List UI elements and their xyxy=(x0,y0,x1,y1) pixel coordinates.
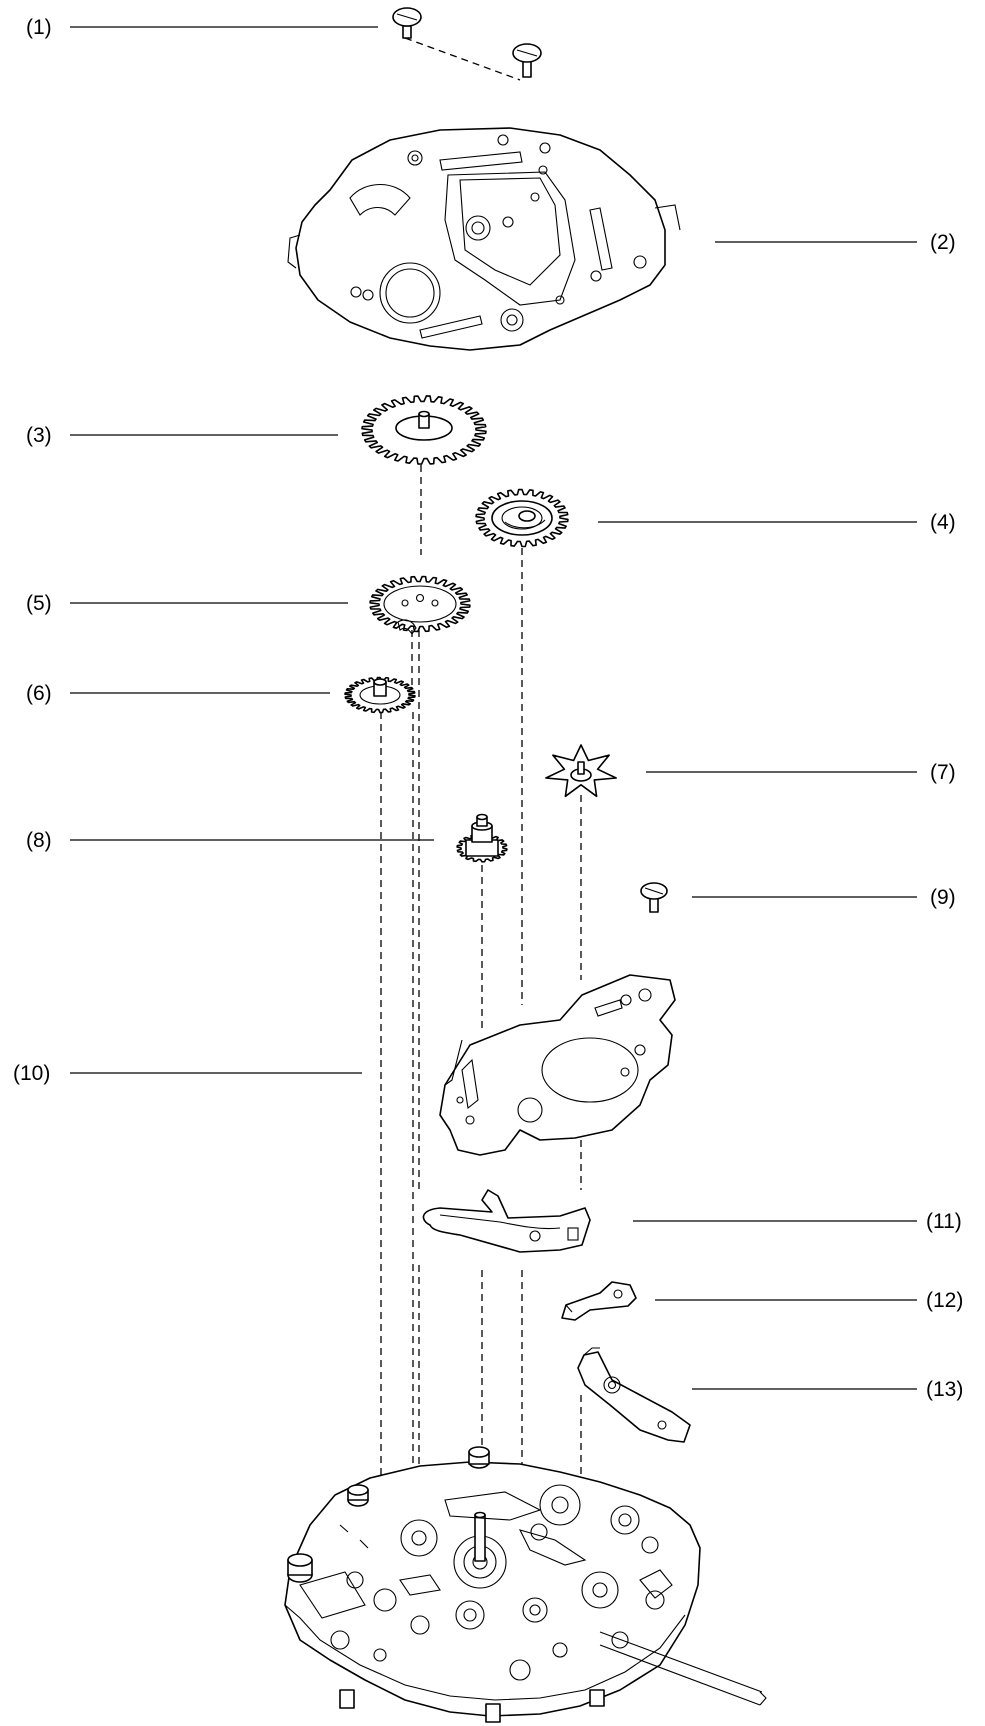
middle-bridge-plate xyxy=(439,974,676,1156)
part-10-main-plate xyxy=(284,1446,767,1723)
callout-labels: (1) (2) (3) (4) (5) (6) (7) (8) (9) (10)… xyxy=(13,16,963,1401)
callout-label-7: (7) xyxy=(930,761,956,784)
callout-label-10: (10) xyxy=(13,1062,50,1085)
part-13-lever xyxy=(577,1347,691,1443)
callout-label-11: (11) xyxy=(926,1210,962,1233)
axis-screw-pair xyxy=(404,37,521,81)
callout-label-8: (8) xyxy=(26,829,52,852)
part-6-small-gear xyxy=(344,676,416,714)
part-12-small-lever xyxy=(561,1281,637,1321)
part-8-pinion xyxy=(456,813,508,863)
screw-1b xyxy=(512,43,542,78)
part-5-disc-wheel xyxy=(369,575,471,635)
callout-label-6: (6) xyxy=(26,682,52,705)
callout-label-9: (9) xyxy=(930,886,956,909)
callout-label-12: (12) xyxy=(926,1289,963,1312)
callout-label-13: (13) xyxy=(926,1378,963,1401)
part-7-star-wheel xyxy=(545,744,617,798)
callout-label-4: (4) xyxy=(930,511,956,534)
part-2-top-plate xyxy=(287,127,681,351)
screw-1a xyxy=(392,7,422,39)
callout-label-1: (1) xyxy=(26,16,52,39)
callout-label-5: (5) xyxy=(26,592,52,615)
callout-label-2: (2) xyxy=(930,231,956,254)
part-4-ring-gear xyxy=(475,488,569,548)
part-9-screw xyxy=(640,882,668,913)
leader-lines xyxy=(70,26,917,1390)
part-3-large-gear xyxy=(361,395,487,465)
callout-label-3: (3) xyxy=(26,424,52,447)
part-11-spring-lever xyxy=(422,1189,591,1253)
part-1-screws xyxy=(392,7,542,78)
